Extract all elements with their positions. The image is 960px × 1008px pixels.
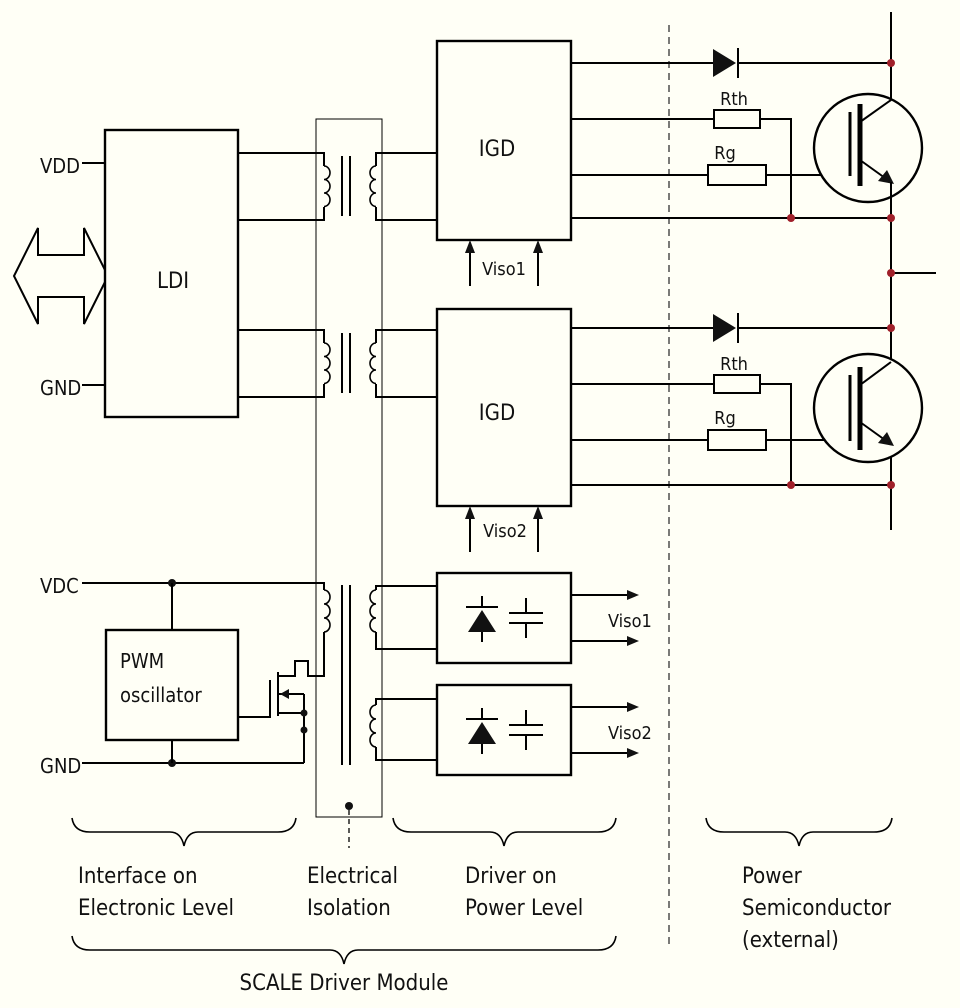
mosfet-switch [238,632,325,763]
rth-bottom-resistor [713,374,761,394]
vdc-pin-label: VDC [40,574,79,598]
secondary-rectifier-wires [375,585,437,761]
rectifier-output-arrows [571,590,639,758]
gnd-bottom-pin-label: GND [40,754,81,778]
power-junction-dots [787,59,895,489]
rg-bottom-label: Rg [714,408,736,429]
interface-label-line2: Electronic Level [78,896,234,921]
bidirectional-interface-arrow [12,227,110,325]
section-braces [71,817,893,965]
igbt-bottom [812,352,924,464]
isolation-barrier [315,118,383,818]
igd-top-output-wires [571,62,891,219]
ldi-label: LDI [157,269,189,294]
transformer-igd-wires [375,152,437,398]
pwm-oscillator-block [104,628,240,742]
isolation-label-line1: Electrical [307,864,398,889]
pwm-label-line2: oscillator [120,683,202,707]
igd-bottom-diode [713,313,739,343]
ldi-block [103,128,240,419]
power-label-line2: Semiconductor [742,896,892,921]
viso1-igd-label: Viso1 [482,259,526,280]
igd-top-diode [713,48,739,78]
viso2-output-label: Viso2 [608,723,652,744]
rg-top-resistor [707,164,767,186]
rg-top-label: Rg [714,143,736,164]
isolation-label-line2: Isolation [307,896,391,921]
viso2-igd-label: Viso2 [483,521,527,542]
isolation-barrier-dot [345,802,353,810]
igd-bottom-label: IGD [479,401,515,426]
viso1-output-label: Viso1 [608,611,652,632]
rectifier-block-1 [435,571,573,665]
igd-top-label: IGD [479,137,515,162]
igd-bottom-output-wires [571,327,891,486]
rth-top-resistor [713,109,761,129]
power-transformer [323,585,377,765]
interface-label-line1: Interface on [78,864,198,889]
primary-top-wire [316,582,325,590]
rth-bottom-label: Rth [720,354,748,375]
power-label-line1: Power [742,864,803,889]
viso1-igd-supply-arrows [465,240,543,286]
power-label-line3: (external) [742,928,839,953]
rg-bottom-resistor [707,429,767,451]
rectifier-block-2 [435,683,573,777]
ldi-transformer-wires [238,152,325,398]
igd-bottom-block [435,307,573,508]
vdd-pin-label: VDD [40,154,80,178]
rth-top-label: Rth [720,89,748,110]
transformer-top [323,156,377,216]
pwm-label-line1: PWM [120,649,164,673]
gnd-top-pin-label: GND [40,376,81,400]
driver-label-line1: Driver on [465,864,557,889]
transformer-middle [323,333,377,393]
igd-top-block [435,39,573,242]
module-label: SCALE Driver Module [240,971,449,996]
driver-label-line2: Power Level [465,896,583,921]
igbt-top [812,92,924,218]
viso2-igd-supply-arrows [465,506,543,552]
